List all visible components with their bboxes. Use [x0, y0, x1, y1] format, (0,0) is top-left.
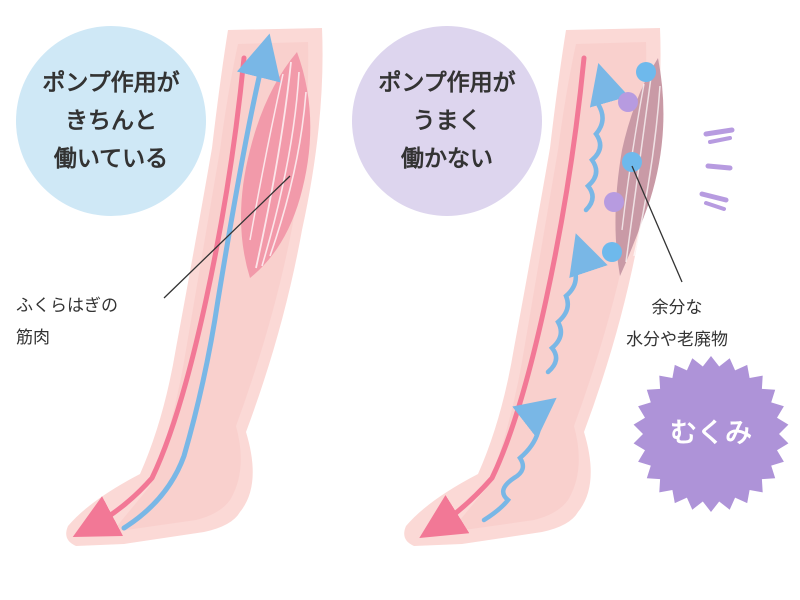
right-wavy-up-arrow-icon: [545, 233, 608, 375]
left-leg: [66, 28, 323, 546]
right-down-arrow-icon: [419, 55, 587, 538]
fluid-dot: [622, 152, 642, 172]
right-wavy-up-arrow-icon: [481, 397, 557, 523]
bubble-line: うまく: [412, 108, 482, 134]
bubble-line: 働いている: [53, 146, 169, 172]
left-down-arrow-icon: [72, 55, 247, 537]
calf-muscle-label: ふくらはぎの 筋肉: [16, 290, 118, 354]
right-wavy-up-arrows: [481, 63, 629, 523]
motion-lines-icon: [699, 127, 735, 211]
right-leg: [404, 28, 735, 546]
excess-fluid-label: 余分な 水分や老廃物: [626, 292, 728, 356]
pump-not-working-bubble: ポンプ作用が うまく 働かない: [352, 26, 542, 216]
bubble-line: きちんと: [65, 108, 157, 134]
fluid-dot: [602, 242, 622, 262]
waste-dot: [604, 192, 624, 212]
left-up-arrow-icon: [121, 33, 281, 531]
left-calf-muscle: [241, 52, 311, 278]
burst-badge-icon: [633, 356, 789, 512]
waste-dot: [618, 92, 638, 112]
label-line: 水分や老廃物: [626, 330, 728, 350]
pump-working-bubble: ポンプ作用が きちんと 働いている: [16, 26, 206, 216]
right-leader-line: [631, 165, 683, 283]
label-line: 筋肉: [16, 328, 50, 348]
fluid-dots: [602, 62, 656, 262]
bubble-line: 働かない: [401, 146, 493, 172]
fluid-dot: [636, 62, 656, 82]
swelling-badge-label: むくみ: [669, 418, 753, 449]
bubble-line: ポンプ作用が: [378, 70, 516, 96]
label-line: 余分な: [651, 298, 703, 318]
bubble-line: ポンプ作用が: [42, 70, 180, 96]
right-wavy-up-arrow-icon: [583, 63, 629, 213]
label-line: ふくらはぎの: [16, 296, 118, 316]
left-leader-line: [163, 175, 291, 299]
